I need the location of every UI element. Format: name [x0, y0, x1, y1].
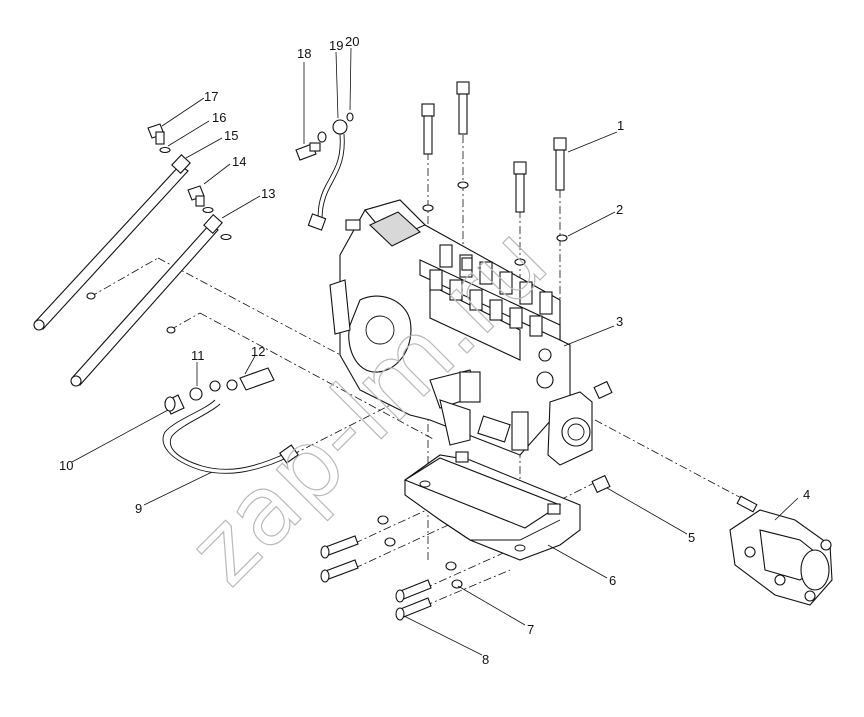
feed-pump: [729, 495, 833, 606]
overflow-line: [295, 112, 354, 231]
callout-2: 2: [616, 202, 623, 217]
fuel-line: [162, 367, 299, 474]
spacer: [591, 474, 611, 494]
callout-7: 7: [527, 622, 534, 637]
callout-8: 8: [482, 652, 489, 667]
callout-20: 20: [345, 34, 359, 49]
callout-1: 1: [617, 118, 624, 133]
bracket-bolts: [320, 515, 463, 621]
mounting-bracket: [403, 451, 581, 561]
callout-6: 6: [609, 573, 616, 588]
leader-lines: [71, 47, 799, 656]
callout-13: 13: [261, 186, 275, 201]
callout-5: 5: [688, 530, 695, 545]
injection-pipes: [33, 154, 223, 387]
callout-16: 16: [212, 110, 226, 125]
mounting-bolts: [421, 81, 568, 266]
callout-17: 17: [204, 89, 218, 104]
callout-19: 19: [329, 38, 343, 53]
callout-15: 15: [224, 128, 238, 143]
callout-18: 18: [297, 46, 311, 61]
delivery-valves: [429, 244, 553, 337]
callout-4: 4: [803, 487, 810, 502]
callout-12: 12: [251, 344, 265, 359]
callout-11: 11: [191, 348, 205, 363]
injection-pump: [329, 199, 613, 466]
callout-3: 3: [616, 314, 623, 329]
callout-14: 14: [232, 154, 246, 169]
callouts: 1 2 3 4 5 6 7 8 9 10 11 12 13 14 15 16 1…: [59, 34, 810, 667]
banjo-bolts: [147, 123, 232, 241]
callout-10: 10: [59, 458, 73, 473]
callout-9: 9: [135, 501, 142, 516]
